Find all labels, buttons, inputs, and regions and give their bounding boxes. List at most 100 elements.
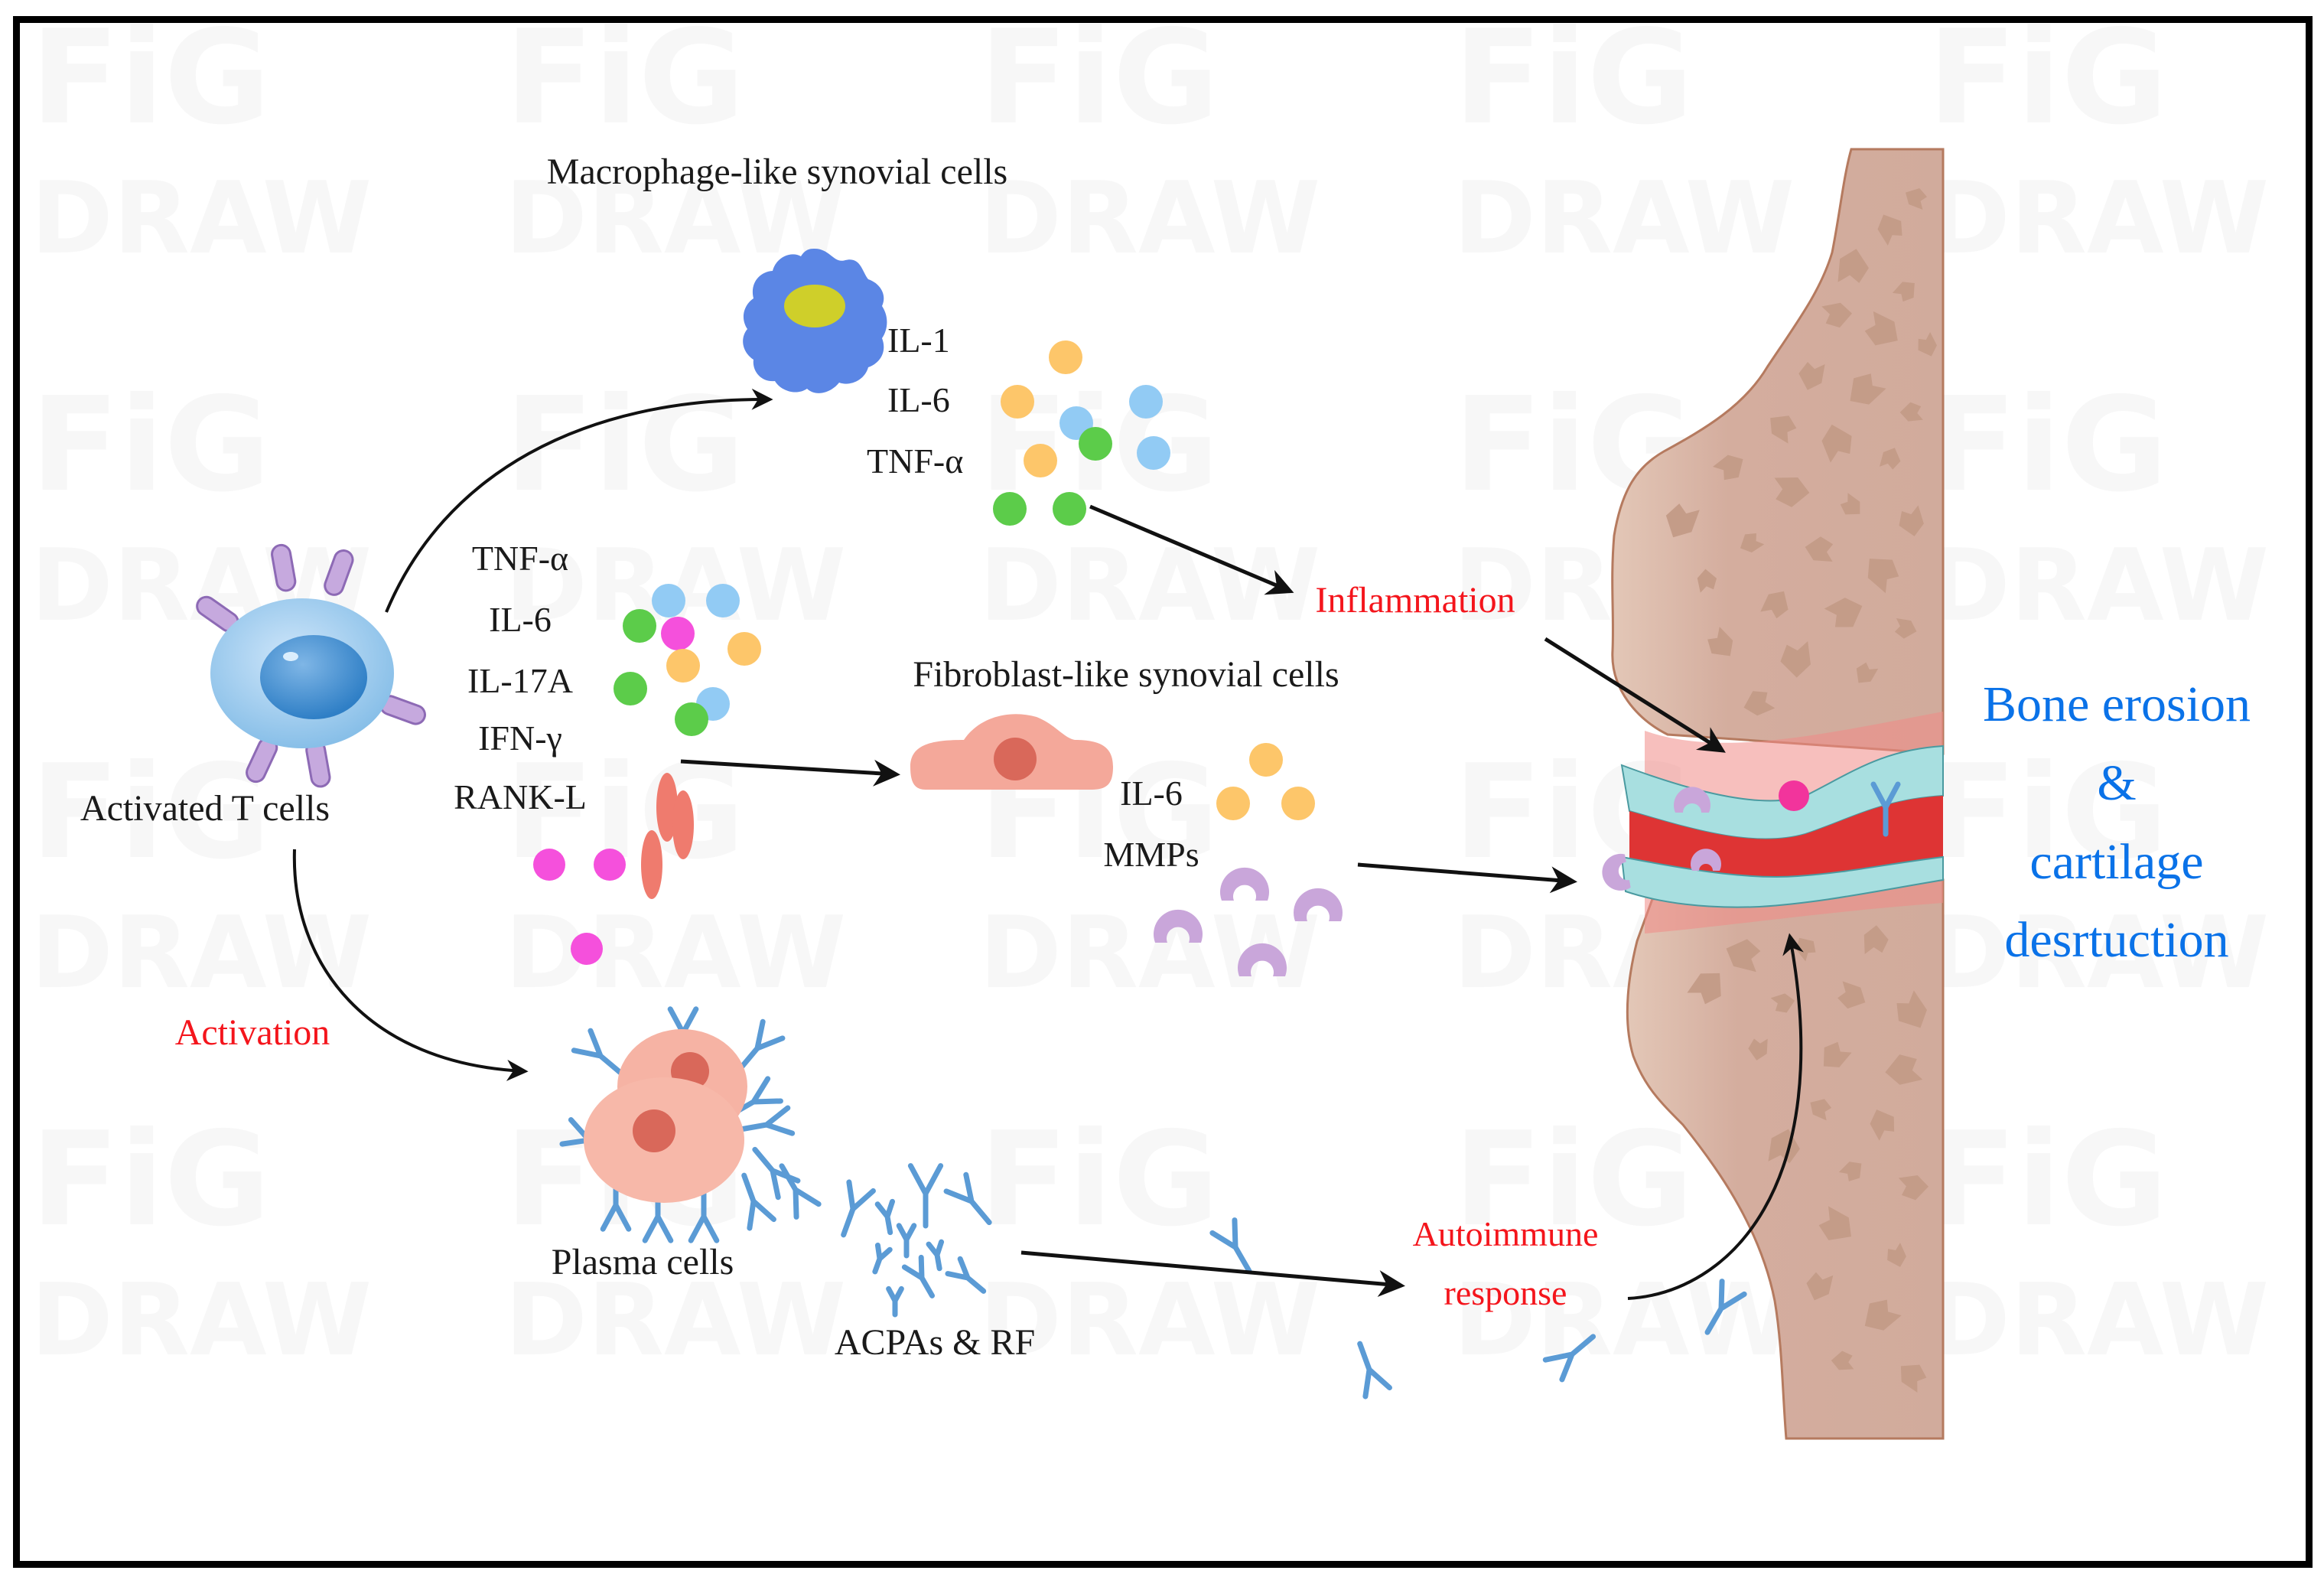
bone-spot	[1748, 1038, 1768, 1061]
bone-spot	[1821, 424, 1852, 463]
watermark: FiGDRAWFiGDRAWFiGDRAWFiGDRAWFiGDRAWFiGDR…	[31, 2, 2269, 1378]
bone-spot	[1867, 559, 1899, 594]
bone-spot	[1894, 618, 1917, 639]
watermark-text: FiG	[1928, 737, 2168, 888]
watermark-text: DRAW	[1453, 160, 1795, 276]
cytokine-label: IL-1	[887, 321, 950, 360]
plasma-cells-icon	[559, 1006, 822, 1243]
bone-spot	[1707, 627, 1733, 657]
arrows	[292, 388, 1804, 1300]
watermark-text: FiG	[31, 370, 271, 521]
macrophage-label: Macrophage-like synovial cells	[547, 152, 1007, 192]
watermark-text: DRAW	[979, 1262, 1320, 1378]
antibody-icon	[741, 1172, 776, 1231]
bone-spot	[1806, 1272, 1834, 1301]
bone-spot	[1899, 402, 1923, 422]
cytokine-label: IL-17A	[467, 661, 573, 700]
antibody-icon	[571, 1028, 625, 1077]
bone-spot	[1863, 925, 1889, 954]
bone-spot	[1805, 536, 1834, 562]
bone-spot	[1837, 249, 1869, 283]
joint-mmp-1	[1674, 787, 1710, 813]
watermark-text: DRAW	[979, 527, 1320, 643]
bone-spot	[1818, 1206, 1851, 1240]
cytokine-label: IL-6	[887, 380, 950, 419]
antibody-icon	[901, 1254, 935, 1298]
bone-spot	[1687, 973, 1721, 1005]
bone-spot	[1887, 1243, 1906, 1267]
arrow-cytokines-to-inflammation	[1089, 504, 1294, 595]
cytokine-label: IFN-γ	[478, 718, 562, 758]
watermark-text: FiG	[1453, 1104, 1694, 1256]
bone-spot	[1760, 591, 1789, 619]
macrophage-cytokine-dots	[993, 340, 1170, 526]
rankl-particles	[641, 773, 694, 899]
bone-spot	[1665, 503, 1700, 538]
antibody-icon	[841, 1179, 876, 1238]
macrophage-cytokine-labels: IL-1 IL-6 TNF-α	[867, 321, 963, 481]
watermark-text: DRAW	[1928, 527, 2269, 643]
outcome-label: Bone erosion & cartilage desrtuction	[1983, 676, 2251, 968]
bone-spot	[1900, 1364, 1927, 1393]
bone-spot	[1906, 188, 1927, 210]
watermark-text: DRAW	[1453, 1262, 1795, 1378]
antibody-icon	[907, 1163, 944, 1229]
antibody-icon	[779, 1163, 822, 1220]
t-cells-label: Activated T cells	[80, 788, 330, 829]
outcome-line: cartilage	[2029, 834, 2203, 890]
watermark-text: DRAW	[31, 894, 372, 1011]
bone-spot	[1770, 993, 1795, 1013]
bone-trabeculae	[1665, 188, 1937, 1393]
bone-spot	[1896, 990, 1927, 1028]
bone-spot	[1877, 214, 1902, 246]
cytokine-label: TNF-α	[472, 539, 568, 578]
fibroblast-cell-icon	[910, 714, 1113, 790]
bone-spot	[1838, 1162, 1862, 1181]
inflammation-label: Inflammation	[1315, 580, 1515, 621]
arrow-antibodies-to-autoimmune	[1020, 1250, 1405, 1298]
fibroblast-product-labels: IL-6 MMPs	[1103, 774, 1199, 874]
watermark-text: FiG	[505, 370, 745, 521]
activation-label: Activation	[175, 1012, 330, 1053]
bone-spot	[1879, 448, 1901, 470]
joint-mmp-3	[1602, 853, 1631, 891]
bone-spot	[1740, 533, 1765, 553]
fibroblast-product-label: MMPs	[1103, 835, 1199, 874]
cytokine-label: RANK-L	[454, 777, 587, 816]
bone-spot	[1824, 598, 1863, 627]
bone-spot	[1850, 373, 1886, 405]
watermark-text: DRAW	[31, 160, 372, 276]
watermark-text: FiG	[505, 2, 745, 154]
bone-spot	[1780, 641, 1811, 678]
watermark-text: FiG	[31, 2, 271, 154]
fibroblast-label: Fibroblast-like synovial cells	[913, 654, 1339, 695]
outcome-line: &	[2097, 755, 2136, 811]
antibody-icon	[896, 1223, 917, 1259]
watermark-text: FiG	[979, 2, 1219, 154]
fibroblast-product-label: IL-6	[1120, 774, 1183, 813]
t-cell-icon	[196, 543, 426, 788]
antibody-icon	[872, 1242, 893, 1275]
bone-spot	[1840, 493, 1860, 515]
synovium-inflamed	[1629, 796, 1943, 888]
antibody-icon	[752, 1146, 801, 1201]
bone-spot	[1823, 1041, 1852, 1067]
watermark-text: FiG	[1928, 370, 2168, 521]
autoimmune-label: response	[1444, 1273, 1567, 1312]
t-cell-cytokine-dots	[533, 584, 761, 965]
upper-bone	[1611, 148, 1945, 755]
outcome-line: desrtuction	[2004, 912, 2228, 968]
watermark-text: FiG	[979, 1104, 1219, 1256]
watermark-text: DRAW	[31, 1262, 372, 1378]
watermark-text: DRAW	[1928, 1262, 2269, 1378]
watermark-text: DRAW	[1928, 160, 2269, 276]
watermark-text: DRAW	[1928, 894, 2269, 1011]
antibody-icon	[1704, 1279, 1747, 1335]
watermark-text: FiG	[1453, 2, 1694, 154]
arrow-tcell-to-macrophage	[385, 388, 773, 613]
antibody-icon	[1542, 1334, 1597, 1383]
bone-spot	[1892, 282, 1915, 302]
joint-cytokine-magenta	[1779, 780, 1809, 811]
joint-antibody-icon	[1870, 781, 1901, 837]
